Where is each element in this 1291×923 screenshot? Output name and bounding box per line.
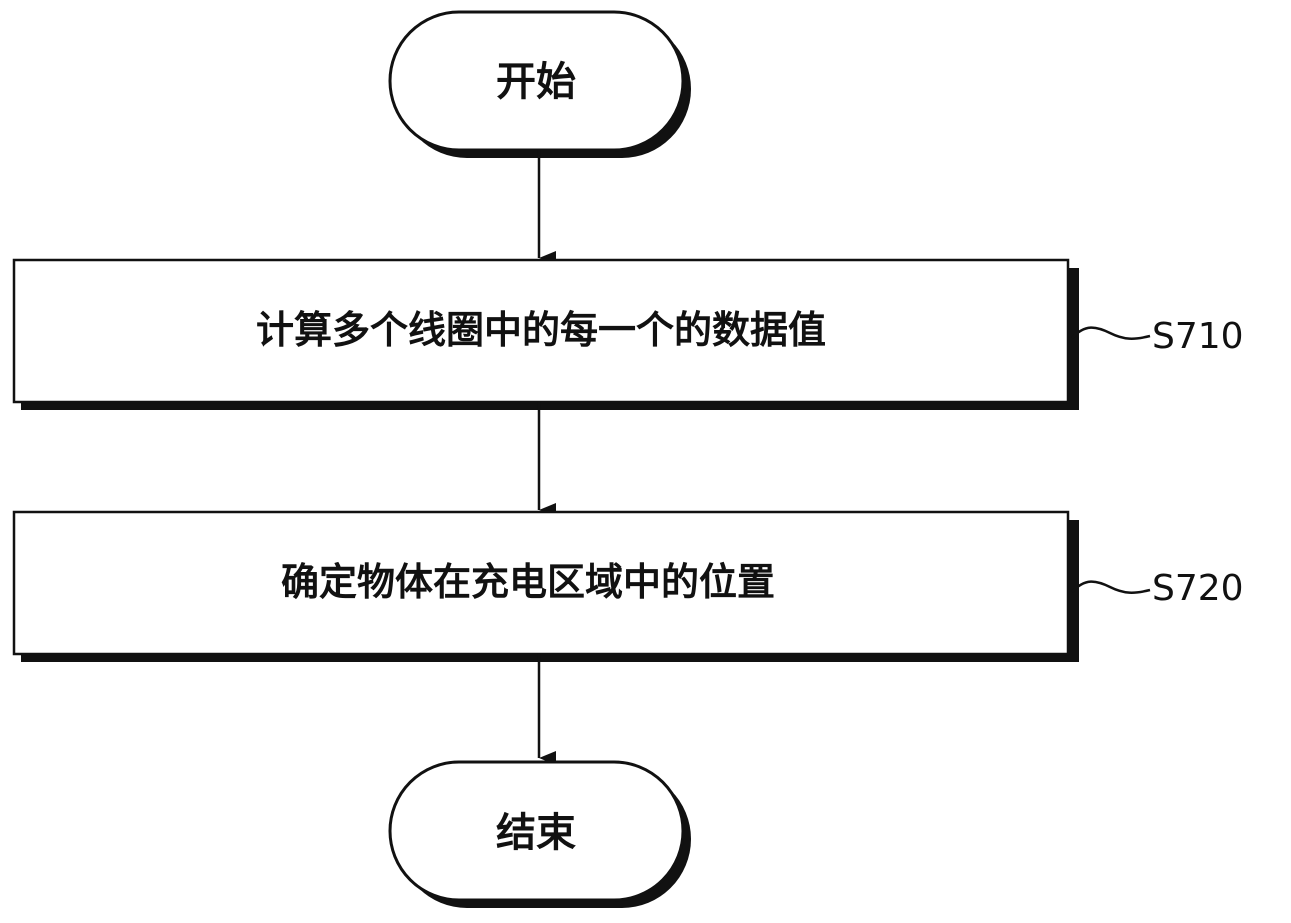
process-box-s720 xyxy=(12,510,1070,656)
process-node-s720: 确定物体在充电区域中的位置 xyxy=(12,510,1079,662)
end-node: 结束 xyxy=(388,760,691,908)
step-code-s720: S720 xyxy=(1152,568,1244,609)
process-node-s710: 计算多个线圈中的每一个的数据值 xyxy=(12,258,1079,410)
process-label-s710: 计算多个线圈中的每一个的数据值 xyxy=(256,308,826,352)
process-box-s710 xyxy=(12,258,1070,404)
start-terminal-shape xyxy=(388,10,685,152)
leader-line-s710 xyxy=(1071,326,1151,340)
end-label: 结束 xyxy=(496,810,576,856)
end-terminal-shape xyxy=(388,760,685,902)
process-label-s720: 确定物体在充电区域中的位置 xyxy=(281,560,775,604)
start-label: 开始 xyxy=(496,59,576,105)
start-node: 开始 xyxy=(388,10,691,158)
leader-line-s720 xyxy=(1071,580,1151,594)
step-code-s710: S710 xyxy=(1152,316,1244,357)
